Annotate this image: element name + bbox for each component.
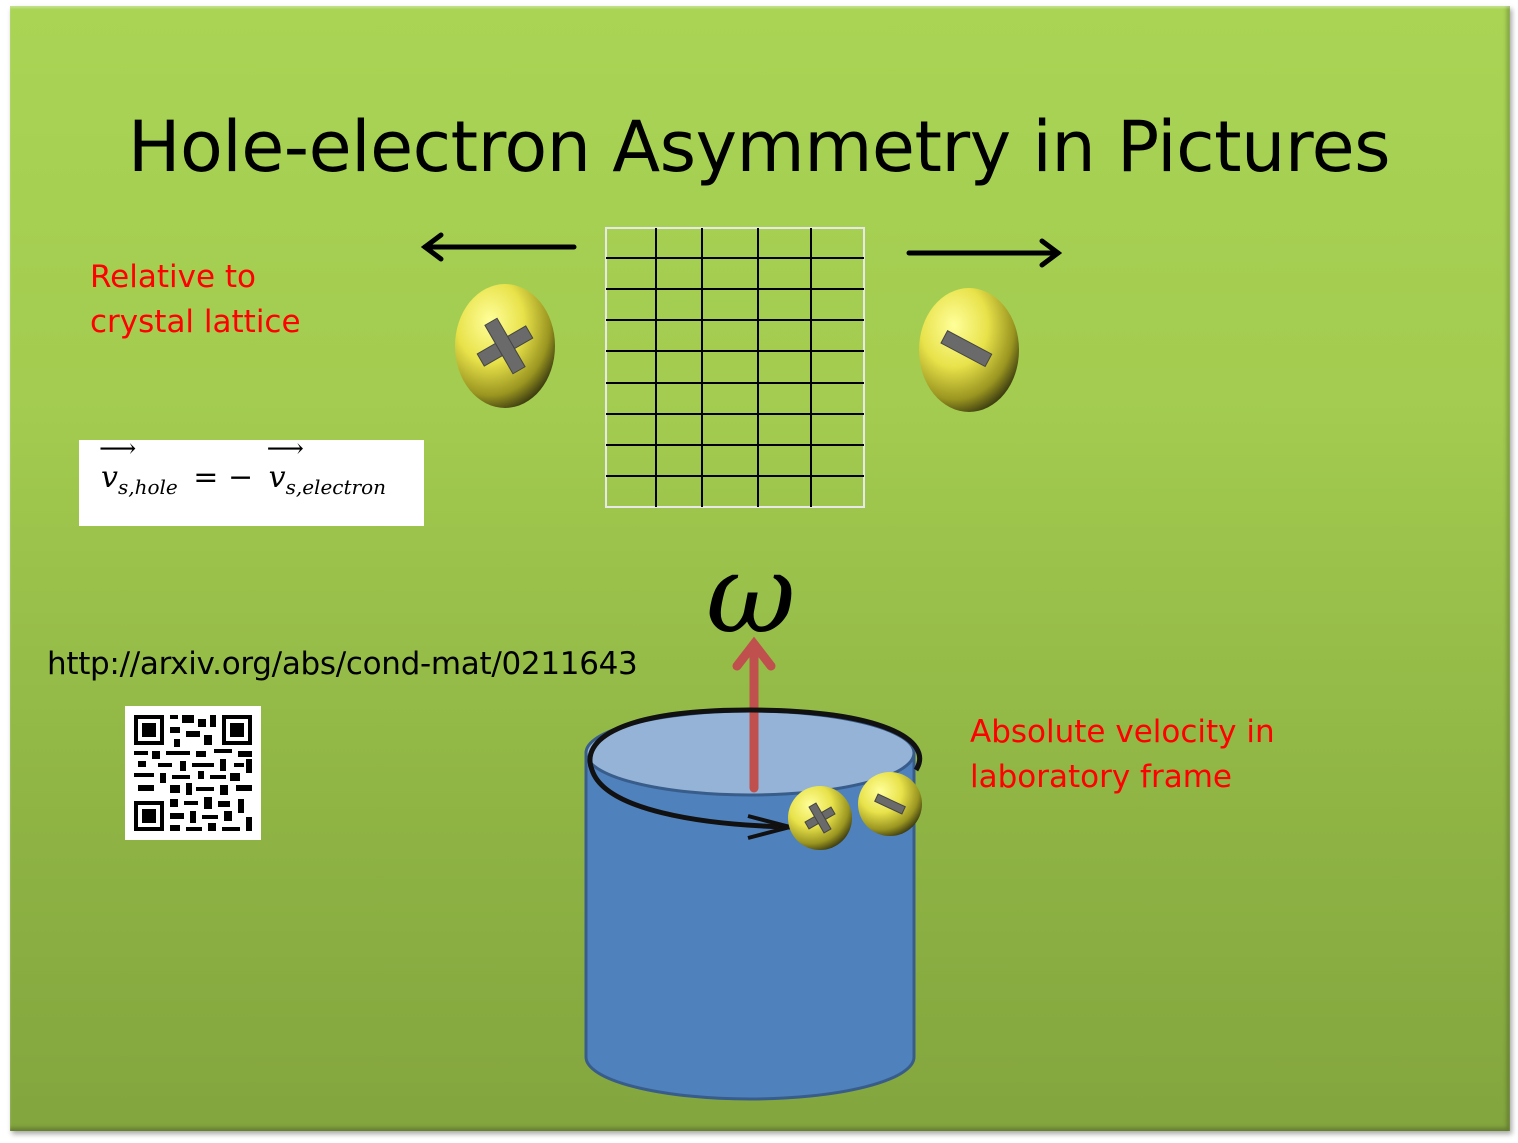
velocity-equation: ⟶ vs,hole = − ⟶ vs,electron: [99, 434, 386, 499]
relative-label-line1: Relative to: [90, 259, 256, 295]
absolute-label-line2: laboratory frame: [970, 759, 1232, 795]
slide-title: Hole-electron Asymmetry in Pictures: [127, 106, 1391, 188]
lhs-subscript: s,hole: [117, 475, 178, 499]
lhs-vector: ⟶ vs,hole: [99, 434, 187, 499]
absolute-label-line1: Absolute velocity in: [970, 714, 1275, 750]
equation-operator: = −: [193, 460, 254, 495]
relative-label: Relative to crystal lattice: [90, 255, 301, 345]
rhs-vector: ⟶ vs,electron: [267, 434, 386, 499]
arrow-right-icon: [906, 238, 1063, 268]
arrow-left-icon: [420, 232, 577, 262]
omega-symbol: ω: [706, 530, 796, 658]
reference-url[interactable]: http://arxiv.org/abs/cond-mat/0211643: [47, 646, 638, 682]
qr-code: [125, 706, 261, 840]
vector-arrow-icon: ⟶: [266, 434, 304, 464]
electron-particle-icon: [919, 288, 1019, 412]
rotation-axis-arrow-icon: [732, 636, 776, 793]
equation-box: ⟶ vs,hole = − ⟶ vs,electron: [79, 434, 424, 526]
hole-particle-small-icon: [788, 786, 852, 850]
lattice-diagram: [420, 227, 1063, 508]
vector-arrow-icon: ⟶: [99, 434, 137, 464]
relative-label-line2: crystal lattice: [90, 304, 301, 340]
rhs-subscript: s,electron: [285, 475, 387, 499]
qr-code-icon: [134, 715, 252, 831]
absolute-label: Absolute velocity in laboratory frame: [970, 710, 1275, 800]
hole-particle-icon: [455, 284, 555, 408]
electron-particle-small-icon: [858, 772, 922, 836]
cylinder-diagram: [584, 636, 923, 1101]
crystal-lattice-grid: [605, 227, 865, 508]
rhs-symbol: v: [268, 460, 286, 495]
lhs-symbol: v: [101, 460, 118, 495]
